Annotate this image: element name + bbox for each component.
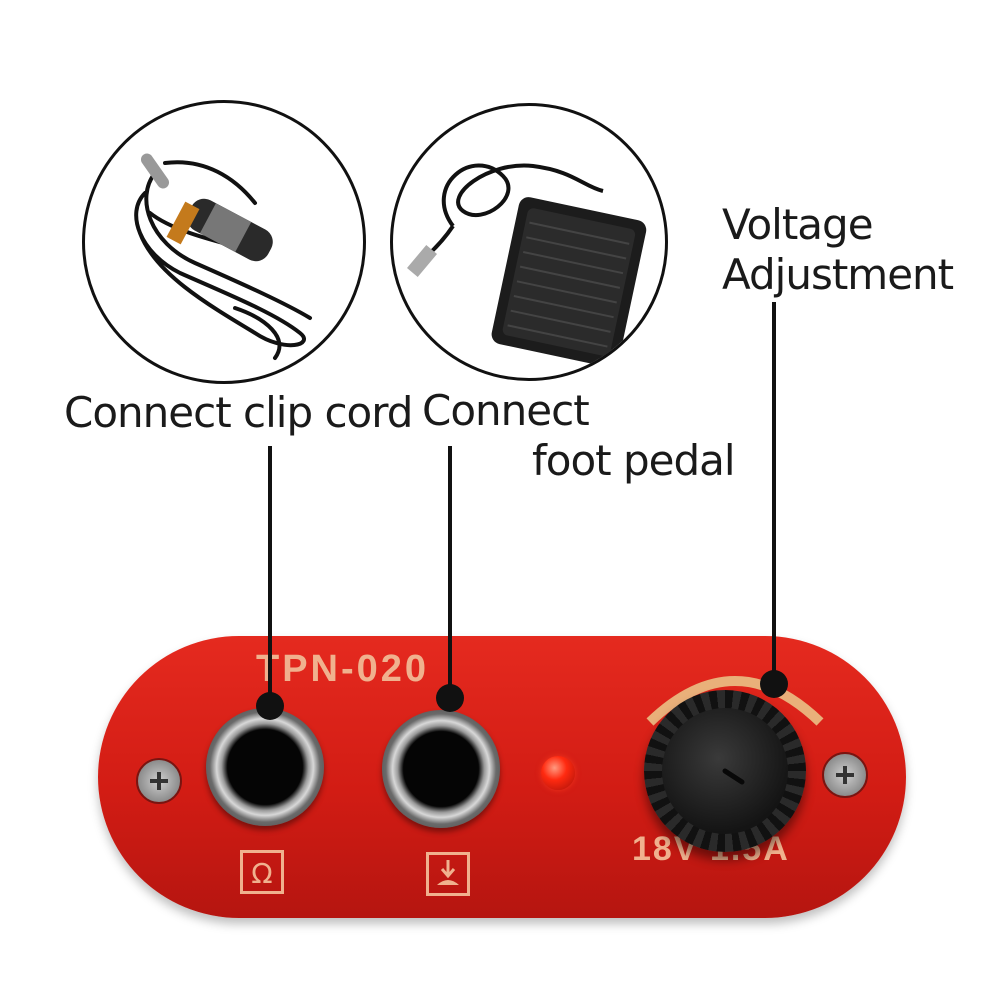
foot-pedal-label-line1: Connect — [422, 386, 590, 435]
foot-pedal-symbol-icon — [426, 852, 470, 896]
voltage-pointer-line — [772, 302, 776, 682]
foot-pedal-label-line2: foot pedal — [532, 436, 736, 485]
clip-cord-jack[interactable] — [206, 708, 324, 826]
clip-cord-pointer-dot — [256, 692, 284, 720]
voltage-pointer-dot — [760, 670, 788, 698]
clip-cord-image — [134, 153, 312, 360]
clip-cord-symbol-icon: Ω — [240, 850, 284, 894]
foot-pedal-photo — [390, 103, 668, 381]
voltage-label-line1: Voltage — [722, 200, 874, 249]
clip-cord-pointer-line — [268, 446, 272, 706]
voltage-knob[interactable] — [644, 690, 806, 852]
left-screw — [136, 758, 182, 804]
voltage-knob-cap — [662, 708, 788, 834]
model-label: TPN-020 — [256, 648, 430, 690]
foot-pedal-pointer-line — [448, 446, 452, 696]
clip-cord-label: Connect clip cord — [64, 388, 413, 437]
voltage-label-line2: Adjustment — [722, 250, 954, 299]
right-screw — [822, 752, 868, 798]
foot-pedal-pointer-dot — [436, 684, 464, 712]
svg-text:Ω: Ω — [251, 857, 272, 890]
voltage-scale-arc — [646, 676, 824, 726]
foot-pedal-image — [406, 163, 647, 368]
power-led — [541, 756, 575, 790]
clip-cord-photo — [82, 100, 366, 384]
foot-pedal-jack[interactable] — [382, 710, 500, 828]
